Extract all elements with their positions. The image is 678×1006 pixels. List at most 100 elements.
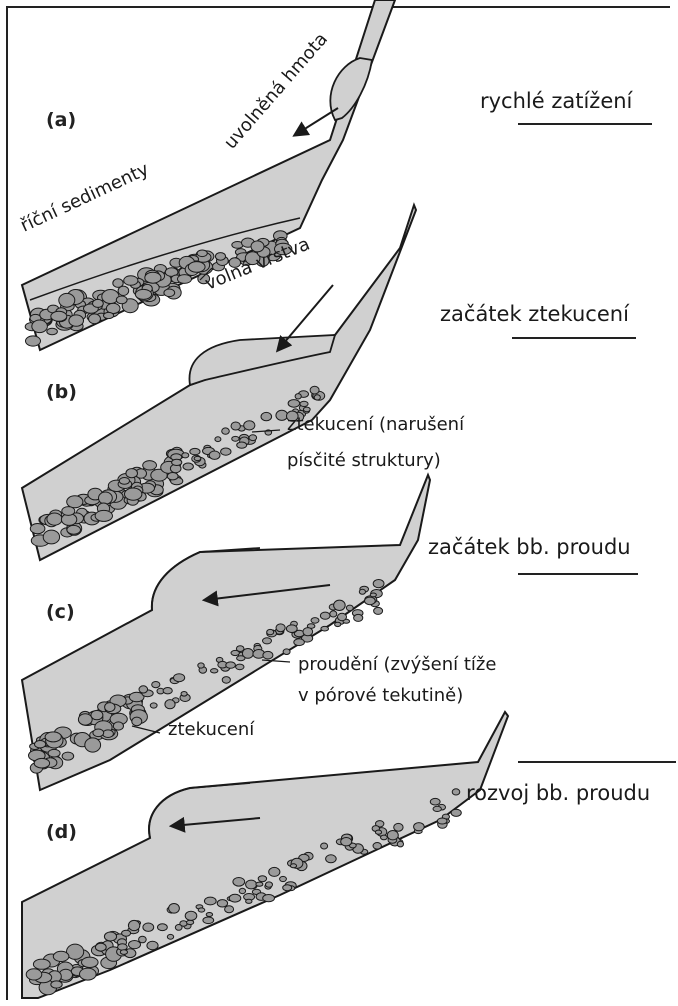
stage-a-title: rychlé zatížení [480, 89, 634, 113]
pebble [269, 867, 280, 876]
pebble [62, 507, 75, 516]
pebble [183, 463, 193, 470]
pebble [246, 899, 252, 903]
pebble [231, 650, 239, 655]
pebble [158, 924, 168, 931]
panel-b-letter: (b) [46, 381, 77, 403]
pebble [204, 897, 216, 905]
pebble [280, 876, 287, 881]
pebble [335, 622, 341, 626]
pebble [33, 959, 50, 969]
pebble [222, 428, 230, 434]
pebble [258, 876, 266, 882]
pebble [187, 920, 194, 924]
pebble [326, 855, 337, 863]
pebble [451, 809, 461, 816]
pebble [45, 732, 61, 742]
pebble [303, 628, 313, 636]
stage-b-title: začátek ztekucení [440, 302, 630, 326]
panel-a-letter: (a) [46, 109, 76, 131]
pebble [334, 600, 346, 610]
liquefaction-label-b-1: ztekucení (narušení [287, 414, 465, 435]
flow-label-c-2: v pórové tekutině) [298, 685, 463, 706]
pebble [215, 253, 225, 261]
pebble [91, 710, 103, 719]
pebble [283, 649, 290, 655]
pebble [35, 741, 46, 748]
pebble [93, 729, 104, 737]
pebble [295, 394, 301, 399]
pebble [125, 488, 142, 500]
pebble [370, 593, 376, 597]
pebble [430, 798, 440, 805]
pebble [359, 589, 365, 594]
pebble [118, 944, 128, 950]
pebble [198, 663, 204, 668]
pebble [78, 714, 92, 725]
released-mass-label: uvolněná hmota [220, 29, 332, 154]
pebble [321, 843, 328, 849]
pebble [190, 448, 200, 454]
pebble [104, 932, 116, 941]
pebble [139, 686, 148, 693]
pebble [132, 717, 142, 726]
pebble [62, 752, 74, 760]
pebble [143, 923, 154, 931]
pebble [229, 894, 241, 902]
pebble [172, 459, 182, 465]
pebble [276, 410, 288, 420]
pebble [185, 911, 197, 920]
pebble [341, 838, 352, 846]
pebble [263, 638, 272, 644]
pebble [53, 951, 69, 961]
pebble [163, 688, 172, 694]
pebble [178, 275, 192, 284]
liquefaction-label-b-2: písčité struktury) [287, 450, 441, 471]
pebble [59, 293, 75, 307]
pebble [437, 818, 447, 824]
pebble [145, 272, 161, 283]
pebble [237, 656, 245, 661]
flow-label-c-1: proudění (zvýšení tíže [298, 654, 496, 675]
pebble [276, 624, 285, 632]
pebble [150, 703, 157, 708]
pebble [43, 530, 59, 544]
pebble [188, 262, 205, 273]
pebble [116, 296, 127, 304]
pebble [232, 436, 239, 441]
pebble [290, 864, 296, 868]
pebble [373, 843, 381, 850]
pebble [221, 448, 231, 455]
pebble [222, 677, 230, 684]
pebble [82, 957, 99, 967]
pebble [51, 311, 67, 321]
pebble [69, 315, 84, 326]
pebble [113, 722, 123, 730]
liquefaction-label-c: ztekucení [168, 719, 255, 740]
pebble [67, 496, 83, 508]
pebble [311, 618, 319, 624]
pebble [233, 878, 245, 887]
pebble [182, 453, 189, 458]
pebble [237, 442, 247, 448]
pebble [249, 435, 257, 441]
pebble [103, 730, 114, 738]
pebble [197, 250, 207, 257]
pebble [175, 925, 182, 931]
pebble [206, 913, 212, 917]
pebble [346, 605, 353, 611]
pebble [30, 524, 45, 534]
pebble [397, 841, 403, 847]
pebble [181, 692, 187, 697]
panel-a: (a) rychlé zatížení uvolněná hmota říční… [17, 0, 652, 350]
pebble [80, 968, 97, 980]
pebble [314, 395, 320, 400]
pebble [267, 629, 274, 634]
pebble [244, 421, 255, 430]
pebble [99, 492, 113, 504]
pebble [373, 580, 384, 588]
pebble [47, 513, 62, 525]
pebble [194, 456, 201, 460]
pebble [239, 888, 245, 893]
